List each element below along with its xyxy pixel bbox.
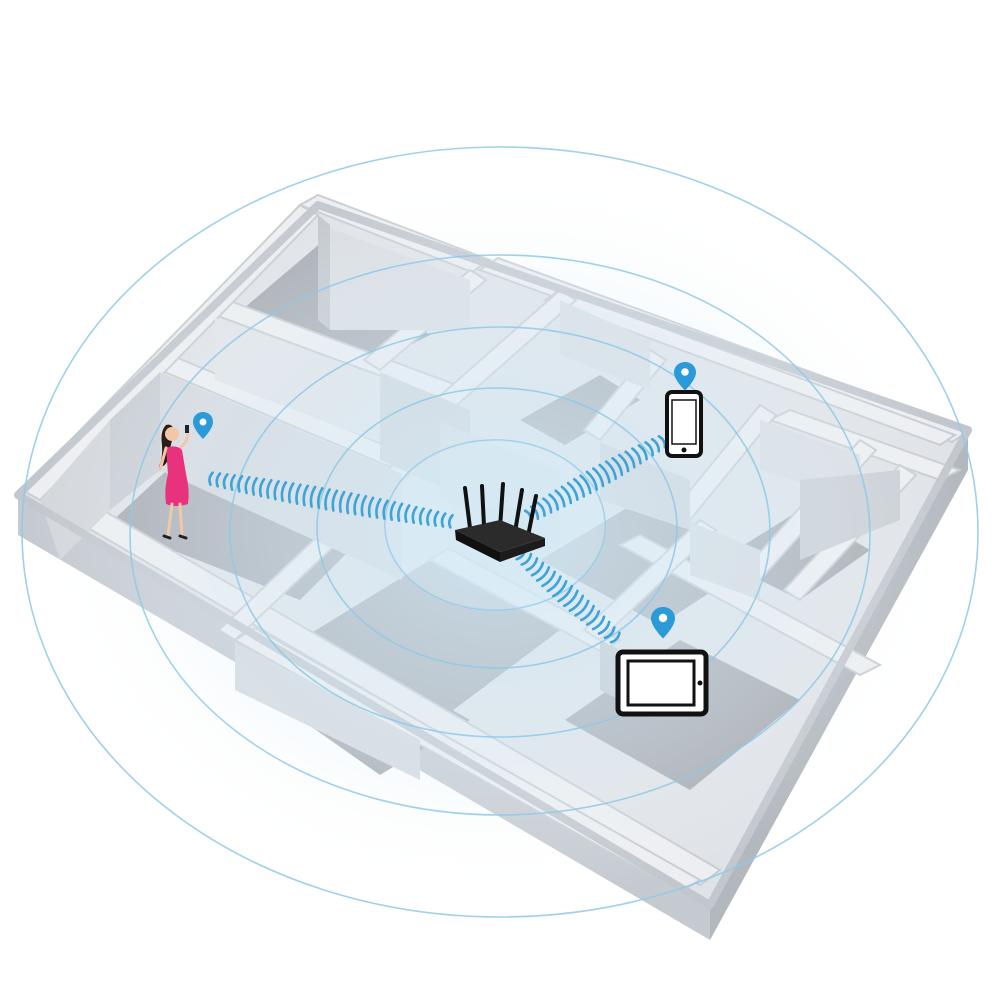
signal-wave-arc (617, 453, 630, 473)
signal-wave-arc (411, 505, 418, 524)
signal-wave-arc (585, 470, 598, 491)
signal-wave-arc (530, 561, 545, 577)
location-pins (193, 362, 696, 639)
signal-wave-arc (554, 489, 566, 508)
signal-wave-arc (367, 496, 375, 518)
signal-wave-arc (657, 435, 667, 449)
signal-wave-arc (598, 463, 611, 484)
coverage-ring-2 (316, 387, 678, 669)
coverage-ring-5 (21, 146, 979, 918)
signal-wave-arc (389, 501, 397, 521)
signal-wave-arc (536, 501, 546, 517)
signal-wave-arc (338, 490, 346, 513)
signal-wave-arc (541, 570, 556, 588)
signal-wave-arc (433, 510, 440, 527)
signal-wave-arc (557, 584, 574, 603)
signal-wave-arc (591, 615, 606, 631)
signal-wave-arc (287, 482, 295, 504)
signal-wave-arc (631, 447, 642, 465)
signal-wave-arc (624, 450, 636, 469)
signal-wave-arc (585, 610, 601, 626)
signal-wave-arc (251, 477, 258, 496)
signal-wave-arc (603, 626, 616, 640)
router-icon (455, 482, 545, 562)
signal-wave-arc (574, 599, 590, 617)
signal-wave-arc (237, 475, 244, 493)
signal-wave-arc (418, 507, 425, 525)
signal-wave-arc (566, 481, 579, 501)
signal-wave-arc (295, 483, 302, 505)
signal-wave-arc (609, 631, 621, 644)
signal-wave-arc (375, 498, 382, 519)
signal-wave-arc (447, 514, 454, 529)
coverage-ring-4 (129, 254, 871, 816)
signal-wave-arc (525, 557, 539, 572)
signal-wave-arc (535, 566, 551, 582)
signal-waves (208, 435, 667, 644)
signal-wave-arc (258, 478, 266, 498)
signal-wave-arc (546, 575, 562, 593)
signal-wave-arc (222, 473, 229, 490)
signal-wave-arc (426, 509, 433, 526)
signal-wave-arc (579, 474, 592, 495)
signal-wave-arc (324, 488, 331, 511)
signal-wave-arc (548, 493, 559, 511)
signal-wave-arc (309, 485, 317, 508)
signal-wave-arc (404, 504, 411, 523)
signal-wave-arc (229, 474, 236, 491)
signal-wave-arc (604, 460, 617, 480)
signal-wave-arc (611, 457, 624, 477)
signal-wave-arc (360, 495, 368, 517)
signal-wave-arc (273, 480, 280, 501)
tablet-icon (615, 649, 709, 717)
coverage-ring-3 (229, 326, 771, 738)
signal-wave-arc (568, 594, 585, 612)
signal-wave-arc (644, 441, 654, 457)
signal-wave-arc (382, 499, 389, 520)
signal-wave-arc (345, 492, 353, 515)
signal-wave-arc (562, 589, 579, 608)
signal-wave-arc (573, 478, 586, 498)
signal-wave-arc (580, 604, 595, 622)
smartphone-icon (665, 390, 703, 458)
signal-wave-arc (396, 502, 404, 522)
location-pin-icon (651, 607, 675, 639)
signal-wave-arc (592, 467, 605, 488)
signal-wave-arc (302, 484, 310, 507)
coverage-ring-1 (384, 439, 606, 611)
location-pin-icon (674, 362, 696, 391)
signal-wave-arc (331, 489, 339, 512)
signal-wave-arc (316, 487, 324, 510)
signal-wave-arc (520, 552, 533, 566)
signal-wave-arc (440, 512, 447, 528)
signal-wave-arc (551, 580, 568, 598)
signal-wave-arc (353, 493, 360, 516)
signal-wave-arc (560, 485, 573, 505)
signal-wave-arc (215, 472, 222, 488)
signal-wave-arc (597, 620, 611, 635)
person-figure (158, 424, 190, 540)
signal-wave-arc (244, 476, 251, 495)
signal-wave-arc (542, 497, 553, 514)
signal-wave-arc (637, 444, 648, 461)
signal-wave-arc (650, 438, 661, 453)
signal-wave-arc (208, 471, 214, 486)
signal-wave-arc (266, 479, 273, 499)
location-pin-icon (193, 412, 213, 439)
signal-wave-arc (280, 481, 288, 502)
